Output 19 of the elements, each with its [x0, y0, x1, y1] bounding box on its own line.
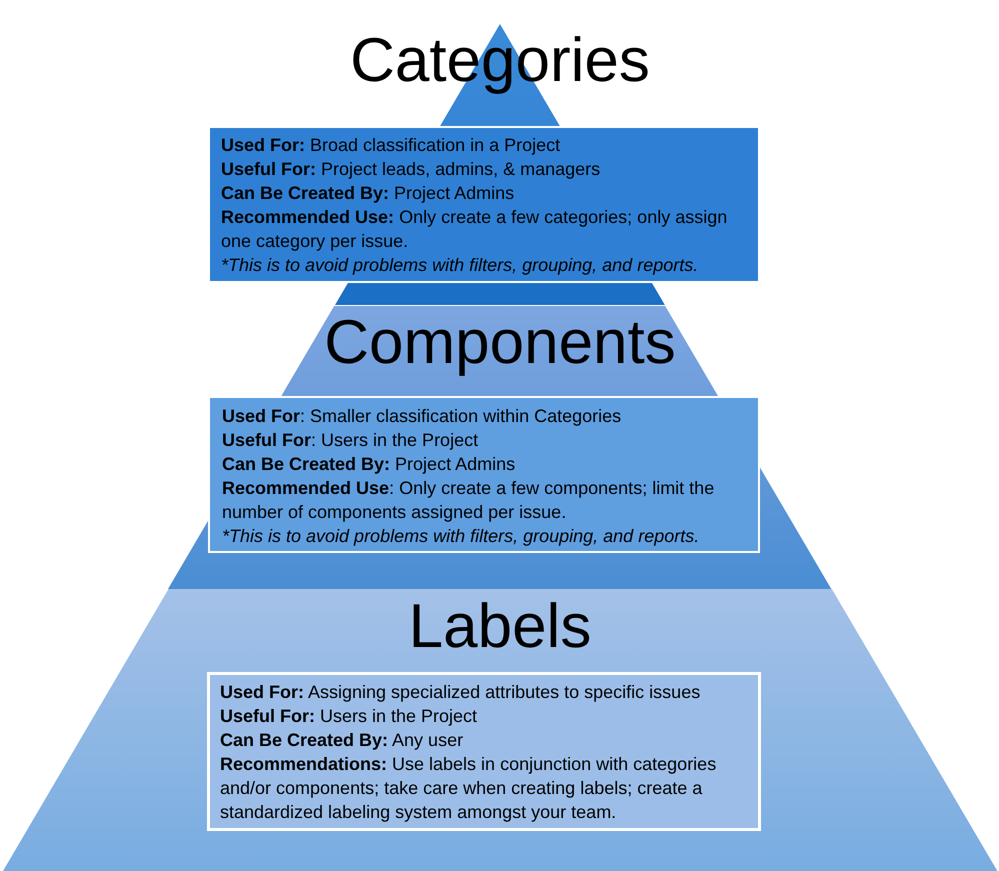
info-text: Can Be Created By: Project Admins — [221, 182, 516, 205]
info-text: Useful For: Users in the Project — [220, 705, 478, 728]
info-text: Useful For: Users in the Project — [222, 429, 480, 452]
info-box — [206, 672, 761, 831]
info-text: Recommended Use: Only create a few categories; only assign one category per issue. — [221, 206, 728, 253]
info-box — [208, 126, 760, 283]
tier-title: Components — [324, 312, 676, 374]
pyramid-tier — [2, 589, 998, 871]
info-text: Can Be Created By: Any user — [220, 729, 464, 752]
info-text: Used For: Smaller classification within Categories — [222, 405, 622, 428]
info-text: Used For: Assigning specialized attributes to specific issues — [220, 681, 702, 704]
info-text: Recommendations: Use labels in conjunction with categories and/or components; take care when creating labels; create a standardized labeling system amongst your team. — [220, 753, 718, 824]
info-text: Used For: Broad classification in a Project — [221, 134, 562, 157]
info-text: Useful For: Project leads, admins, & managers — [221, 158, 602, 181]
info-text: Can Be Created By: Project Admins — [222, 453, 516, 476]
tier-title: Labels — [408, 596, 592, 658]
footnote-text: *This is to avoid problems with filters, grouping, and reports. — [221, 254, 700, 277]
info-text: Recommended Use: Only create a few components; limit the number of components assigned per issue. — [222, 477, 716, 524]
footnote-text: *This is to avoid problems with filters, grouping, and reports. — [222, 525, 700, 548]
